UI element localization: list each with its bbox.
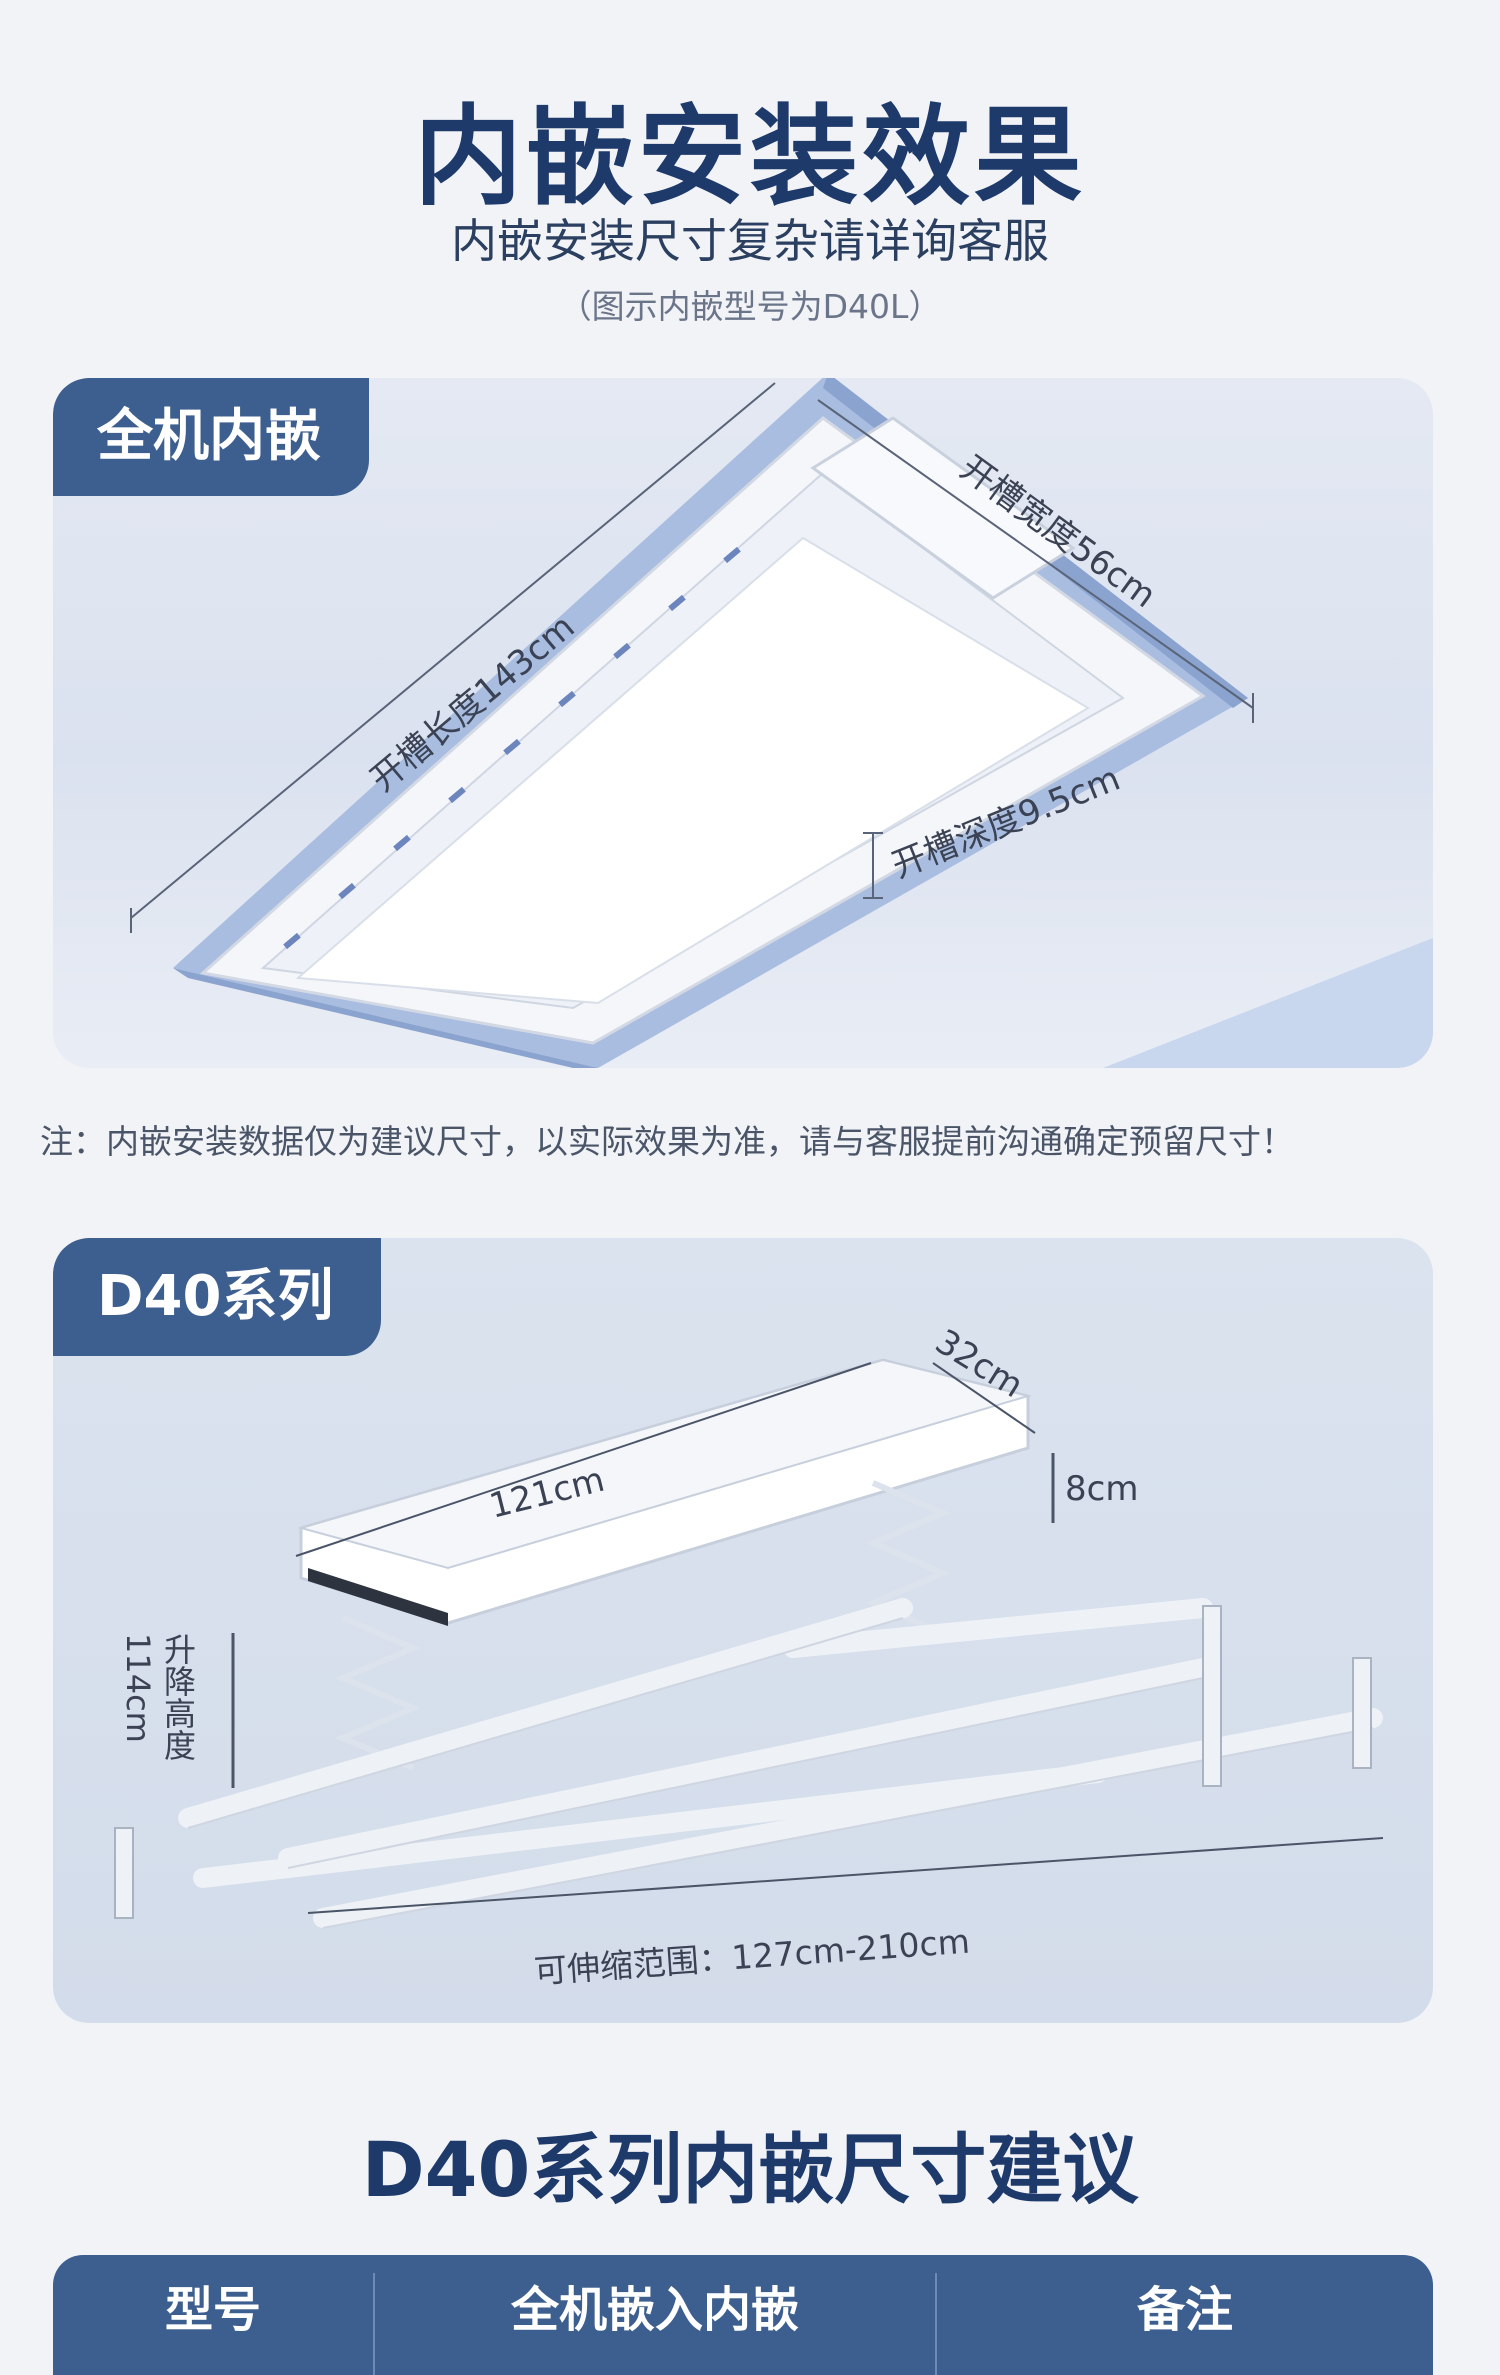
lift-label-value: 114cm bbox=[119, 1633, 157, 1743]
embed-install-illustration: 开槽长度143cm 开槽宽度56cm 开槽深度9.5cm bbox=[130, 378, 1433, 1068]
d40-series-card: 121cm 32cm 8cm 升降高度 114cm 可伸缩范围：127cm-21… bbox=[53, 1238, 1433, 2023]
embed-install-card: 开槽长度143cm 开槽宽度56cm 开槽深度9.5cm 全机内嵌 bbox=[53, 378, 1433, 1068]
table-col-model: 型号 bbox=[164, 2282, 261, 2338]
table-col-embed: 全机嵌入内嵌 bbox=[510, 2282, 799, 2338]
section-title: D40系列内嵌尺寸建议 bbox=[361, 2125, 1139, 2214]
d40-illustration: 121cm 32cm 8cm 升降高度 114cm 可伸缩范围：127cm-21… bbox=[114, 1322, 1384, 1991]
height-label: 8cm bbox=[1065, 1469, 1138, 1509]
page-title: 内嵌安装效果 bbox=[413, 95, 1086, 220]
table-col-remark: 备注 bbox=[1136, 2282, 1233, 2338]
lift-label-text: 升降高度 bbox=[159, 1633, 197, 1761]
d40-tag: D40系列 bbox=[53, 1238, 382, 1356]
page-subtitle: 内嵌安装尺寸复杂请详询客服 bbox=[451, 214, 1049, 268]
model-hint: （图示内嵌型号为D40L） bbox=[558, 287, 942, 326]
embed-tag: 全机内嵌 bbox=[53, 378, 369, 496]
extend-range-label: 可伸缩范围：127cm-210cm bbox=[533, 1922, 971, 1991]
install-note: 注：内嵌安装数据仅为建议尺寸，以实际效果为准，请与客服提前沟通确定预留尺寸！ bbox=[40, 1122, 1294, 1161]
size-table-header: 型号 全机嵌入内嵌 备注 bbox=[53, 2255, 1433, 2375]
